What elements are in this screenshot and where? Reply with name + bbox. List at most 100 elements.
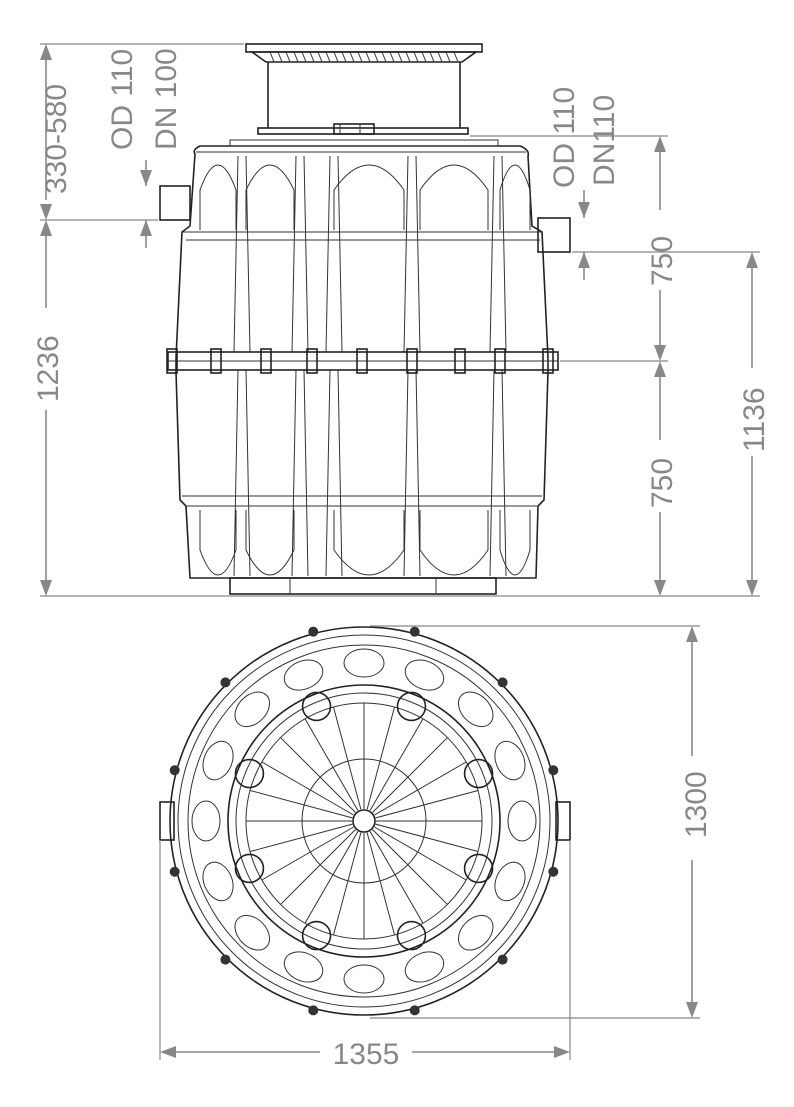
cover-tooth [421, 51, 427, 63]
cover-tooth [293, 51, 299, 63]
plan-outlet-stub [555, 801, 571, 841]
band-clamp [542, 348, 554, 374]
cover-tooth [413, 51, 419, 63]
plan-lobe [234, 691, 271, 728]
plan-lobe [283, 659, 324, 691]
plan-spoke [375, 789, 479, 819]
plan-hole [396, 691, 427, 722]
plan-lobe [191, 800, 221, 842]
plan-lobe [202, 740, 234, 781]
band-clamp [210, 348, 222, 374]
upper-arch [199, 164, 237, 230]
vertical-rib [337, 155, 343, 577]
cover-tooth [381, 51, 387, 63]
lower-arch [333, 510, 405, 576]
band-clamp [356, 348, 368, 374]
plan-lobe [457, 691, 494, 728]
rim-bolt [220, 954, 231, 965]
cover-tooth [301, 51, 307, 63]
dim-overall-width [160, 1046, 570, 1058]
plan-lobe [404, 659, 445, 691]
plan-lobe [494, 861, 526, 902]
plan-spoke [261, 826, 354, 881]
plan-hole [301, 920, 332, 951]
plan-hole [396, 920, 427, 951]
plan-lobe [283, 951, 324, 983]
rim-bolt [548, 866, 559, 877]
vertical-rib [501, 155, 507, 577]
band-clamp [166, 348, 178, 374]
cover-tooth [397, 51, 403, 63]
cover-tooth [365, 51, 371, 63]
side-view: 330-580 OD 110 DN 100 1236 OD 110 DN110 … [32, 43, 771, 597]
dim-outlet-marker [578, 190, 590, 280]
plan-lobe [494, 740, 526, 781]
vertical-rib [415, 155, 421, 577]
rim-bolt [497, 954, 508, 965]
vertical-rib [233, 155, 239, 577]
cover-tooth [341, 51, 347, 63]
vertical-rib [291, 155, 297, 577]
plan-lobe [234, 914, 271, 951]
band-clamp [406, 348, 418, 374]
outlet-pipe-stub [537, 217, 571, 253]
plan-spoke [332, 706, 362, 810]
extension-lines [40, 43, 760, 597]
cover-tooth [429, 51, 435, 63]
band-clamp [260, 348, 272, 374]
upper-arch [245, 164, 295, 230]
cover-tooth [285, 51, 291, 63]
plan-spoke [304, 831, 359, 924]
band-clamp [306, 348, 318, 374]
cover-tooth [437, 51, 443, 63]
plan-spoke [304, 718, 359, 811]
rim-bolt [497, 677, 508, 688]
rim-bolt [169, 765, 180, 776]
label-inlet-dn: DN 100 [150, 48, 183, 150]
cover-tooth [445, 51, 451, 63]
plan-spoke [375, 823, 479, 853]
dim-plan-diameter [686, 626, 698, 1018]
plan-spoke [280, 829, 356, 905]
plan-view: 1300 1355 [159, 625, 713, 1071]
upper-arch [499, 164, 531, 230]
band-clamp [454, 348, 466, 374]
band-clamp [494, 348, 506, 374]
dim-lower-section [654, 361, 666, 596]
dim-outlet-height [746, 252, 758, 596]
plan-hole [463, 758, 494, 789]
plan-spoke [366, 832, 396, 936]
cover-tooth [389, 51, 395, 63]
cover-tooth [333, 51, 339, 63]
rim-bolt [308, 626, 319, 637]
label-upper-section: 750 [646, 236, 679, 286]
plan-spoke [249, 789, 353, 819]
rim-bolt [409, 626, 420, 637]
label-outlet-od: OD 110 [548, 87, 581, 188]
label-outlet-height: 1136 [738, 387, 771, 452]
plan-inlet-stub [159, 801, 175, 841]
rim-bolt [548, 765, 559, 776]
upper-arch [419, 164, 489, 230]
cover-tooth [349, 51, 355, 63]
plan-spoke [369, 718, 424, 811]
label-inlet-od: OD 110 [106, 49, 139, 150]
lower-arch [499, 510, 531, 576]
label-outlet-dn: DN110 [588, 95, 621, 186]
dim-upper-section [654, 136, 666, 361]
plan-spoke [372, 829, 448, 905]
cover-tooth [357, 51, 363, 63]
cover-tooth [309, 51, 315, 63]
dim-inlet-marker [140, 160, 152, 248]
cover-tooth [277, 51, 283, 63]
rim-bolt [220, 677, 231, 688]
rim-bolt [308, 1005, 319, 1016]
rim-bolt [409, 1005, 420, 1016]
cover-tooth [405, 51, 411, 63]
plan-lobe [507, 800, 537, 842]
label-adjust-range: 330-580 [40, 84, 73, 194]
label-lower-section: 750 [646, 458, 679, 508]
plan-spoke [374, 761, 467, 816]
plan-hole [463, 853, 494, 884]
inlet-pipe-stub [159, 185, 191, 221]
